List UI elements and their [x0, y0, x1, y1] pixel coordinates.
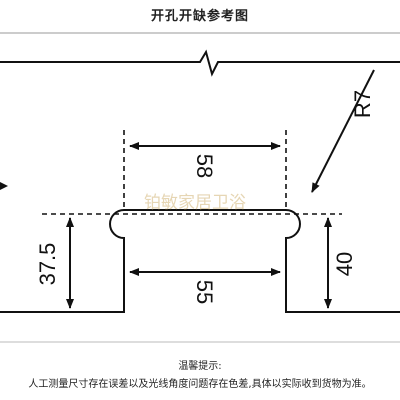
left-edge-arrow: [0, 182, 8, 190]
glass-cutout-outline: [0, 209, 400, 313]
dim-55-label: 55: [192, 280, 217, 304]
note-text: 人工测量尺寸存在误差以及光线角度问题存在色差,具体以实际收到货物为准。: [28, 379, 372, 390]
page-title: 开孔开缺参考图: [150, 9, 249, 24]
radius-leader-line: [311, 69, 375, 193]
dim-40-label: 40: [332, 252, 357, 276]
watermark-text: 铂敏家居卫浴: [144, 193, 246, 212]
radius-label: R7: [350, 90, 375, 118]
dim-58-label: 58: [192, 154, 217, 178]
note-title: 温馨提示:: [178, 361, 222, 372]
glass-top-edge: [0, 49, 400, 77]
dim-37-5-label: 37.5: [35, 243, 60, 286]
